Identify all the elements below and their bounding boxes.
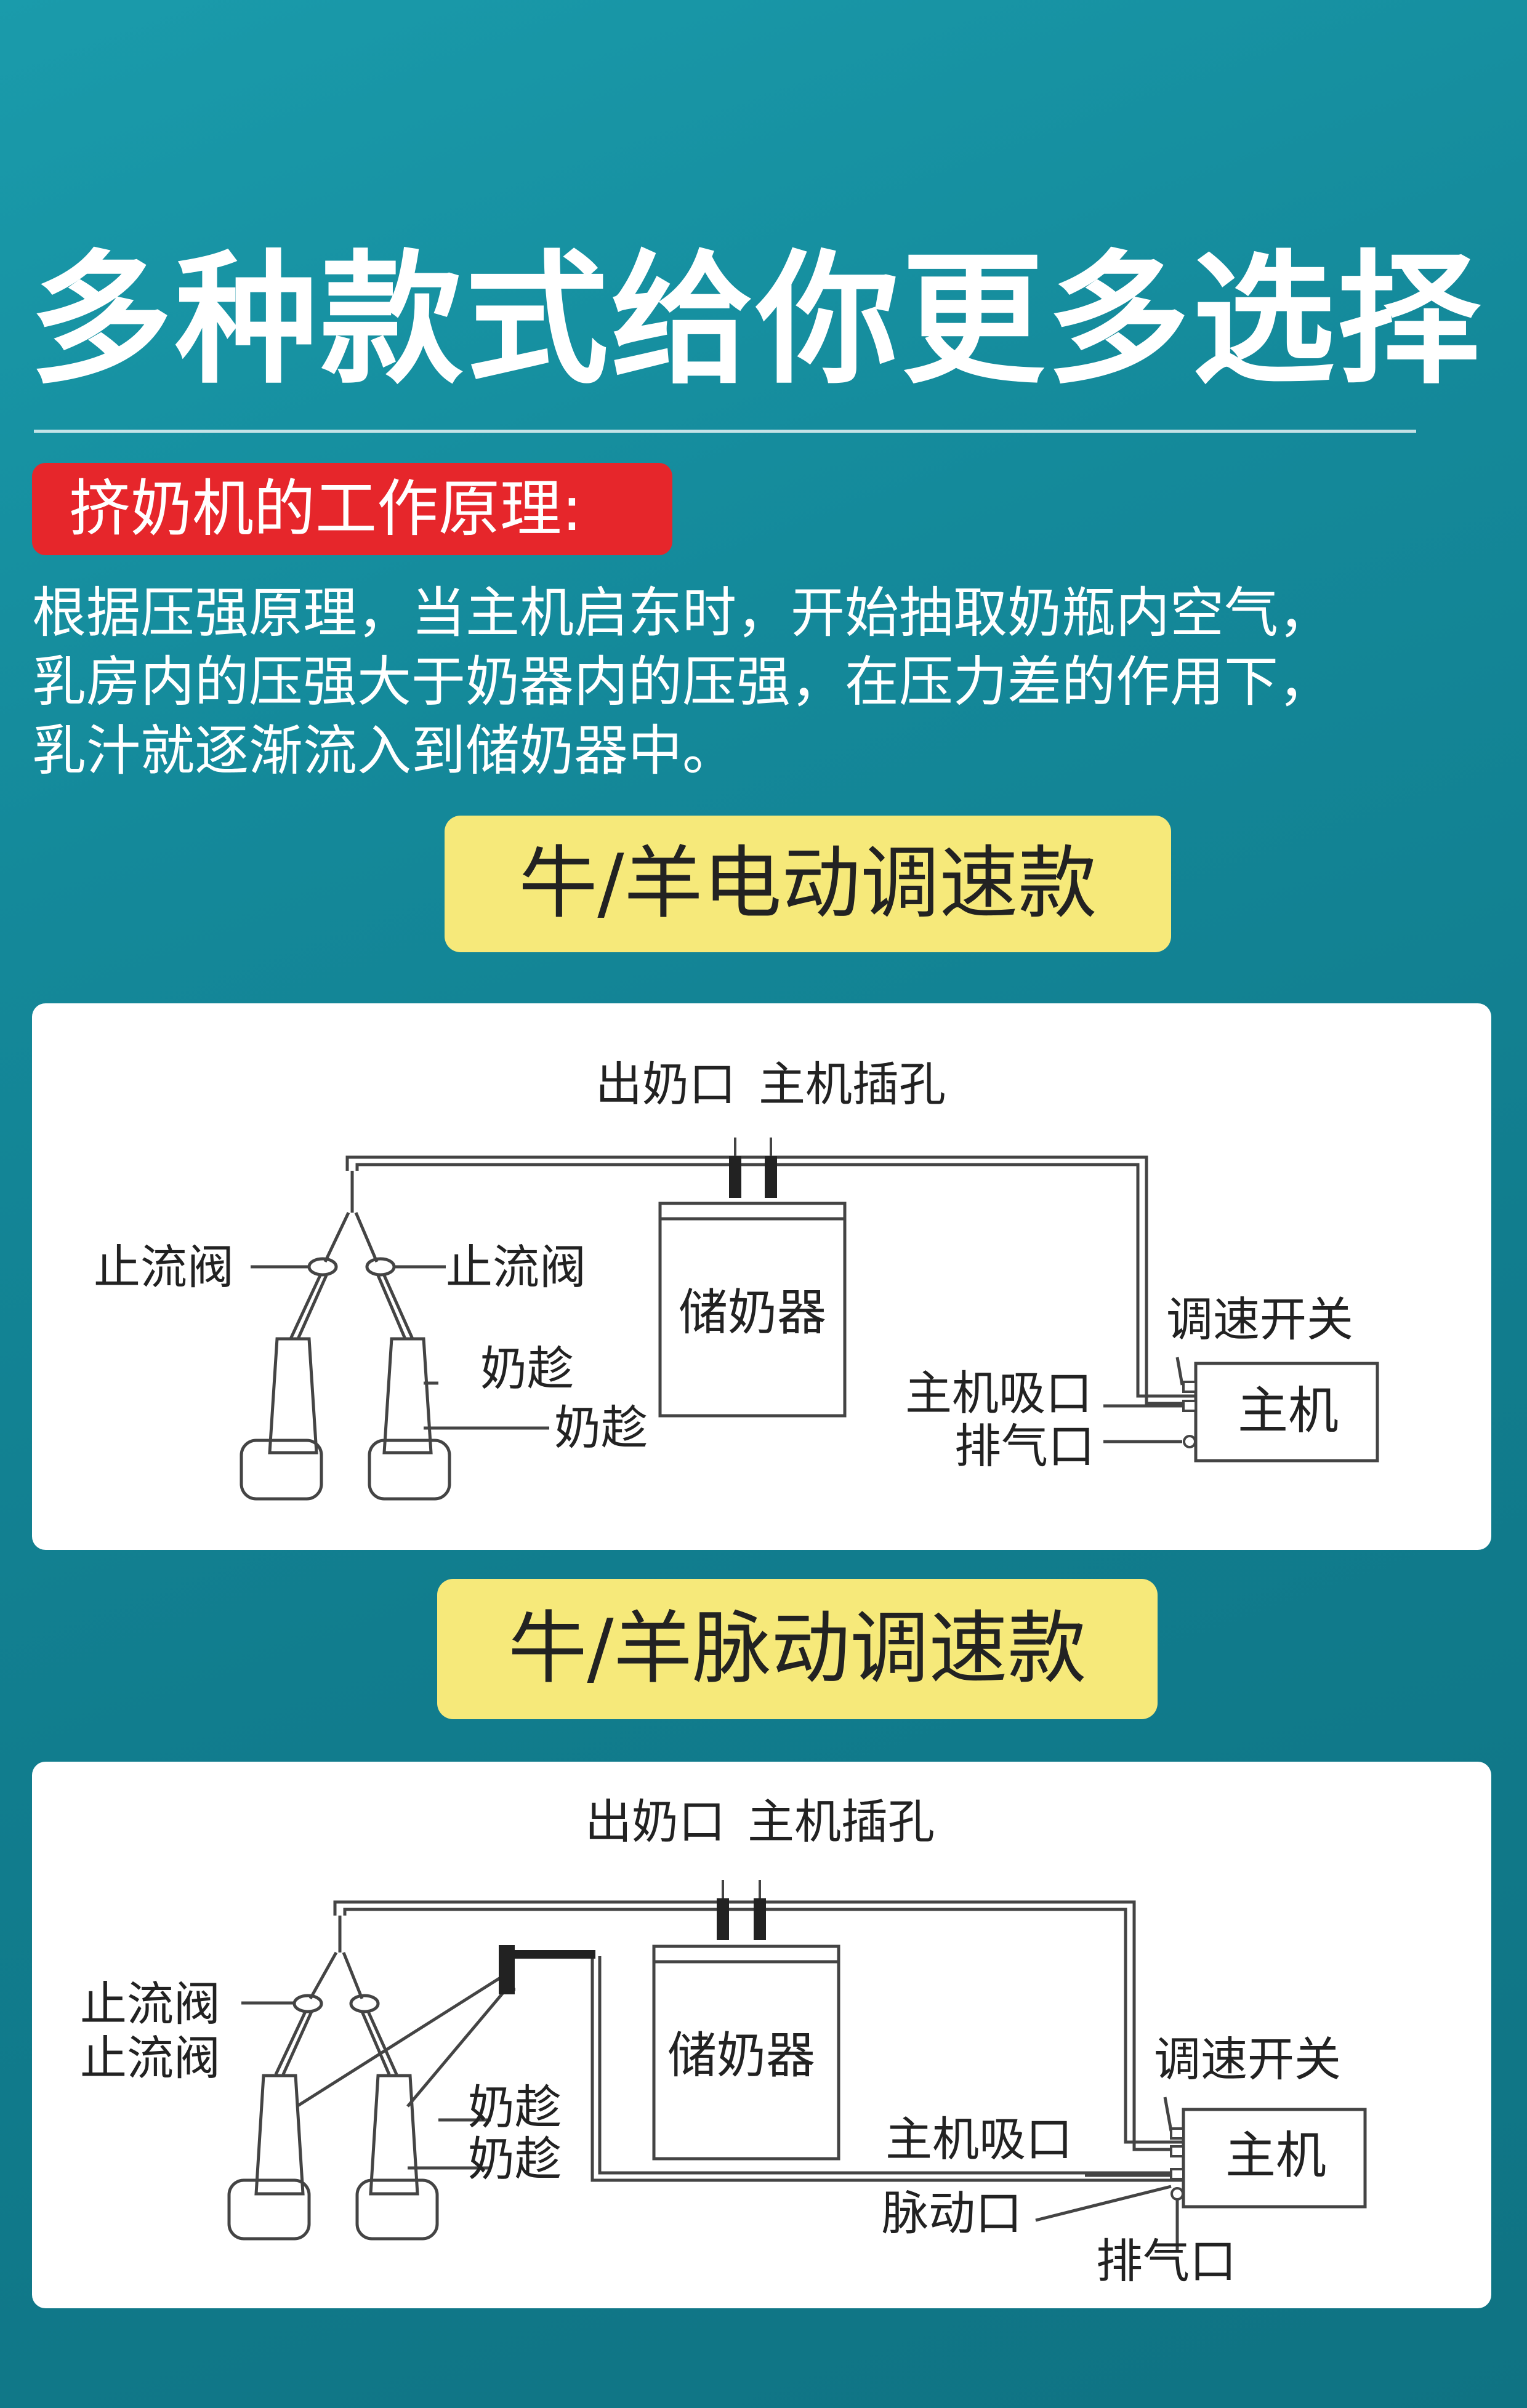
model-electric-title: 牛/羊电动调速款 xyxy=(445,816,1171,952)
label-valve: 止流阀 xyxy=(80,1977,220,2031)
principle-badge: 挤奶机的工作原理: xyxy=(32,463,672,555)
label-exhaust: 排气口 xyxy=(1096,2234,1236,2289)
label-host: 主机 xyxy=(1225,2127,1326,2185)
label-host-jack: 主机插孔 xyxy=(747,1794,935,1849)
label-host: 主机 xyxy=(1238,1382,1339,1440)
label-valve: 止流阀 xyxy=(80,2031,220,2085)
label-outlet: 出奶口 xyxy=(585,1794,725,1849)
title-divider xyxy=(34,430,1416,433)
label-cup: 奶趁 xyxy=(468,2080,562,2135)
label-speed-switch: 调速开关 xyxy=(1154,2032,1341,2087)
label-host-intake: 主机吸口 xyxy=(885,2112,1073,2167)
label-valve-right: 止流阀 xyxy=(446,1240,586,1294)
principle-line: 乳汁就逐渐流入到储奶器中。 xyxy=(32,719,737,782)
label-cup: 奶趁 xyxy=(480,1341,574,1396)
page-title: 多种款式给你更多选择 xyxy=(30,237,1483,403)
label-outlet: 出奶口 xyxy=(595,1057,736,1112)
label-pulse-port: 脉动口 xyxy=(882,2186,1022,2241)
label-exhaust: 排气口 xyxy=(954,1419,1095,1474)
label-tank: 储奶器 xyxy=(679,1284,826,1341)
label-tank: 储奶器 xyxy=(667,2027,815,2084)
label-host-jack: 主机插孔 xyxy=(759,1057,946,1112)
diagram-electric: 出奶口 主机插孔 止流阀 止流阀 储奶器 奶趁 奶趁 调速开关 主机吸口 排气口… xyxy=(32,1003,1491,1550)
label-cup: 奶趁 xyxy=(468,2132,562,2186)
label-speed-switch: 调速开关 xyxy=(1166,1292,1353,1347)
label-cup: 奶趁 xyxy=(554,1400,648,1455)
principle-text: 根据压强原理，当主机启东时，开始抽取奶瓶内空气， 乳房内的压强大于奶器内的压强，… xyxy=(32,579,1448,785)
model-pulse-title: 牛/羊脉动调速款 xyxy=(437,1579,1158,1719)
label-host-intake: 主机吸口 xyxy=(905,1366,1092,1421)
principle-line: 乳房内的压强大于奶器内的压强，在压力差的作用下， xyxy=(32,650,1333,713)
principle-line: 根据压强原理，当主机启东时，开始抽取奶瓶内空气， xyxy=(32,581,1333,644)
label-valve-left: 止流阀 xyxy=(94,1240,234,1294)
diagram-pulse: 出奶口 主机插孔 止流阀 止流阀 储奶器 奶趁 奶趁 调速开关 主机吸口 脉动口… xyxy=(32,1762,1491,2308)
